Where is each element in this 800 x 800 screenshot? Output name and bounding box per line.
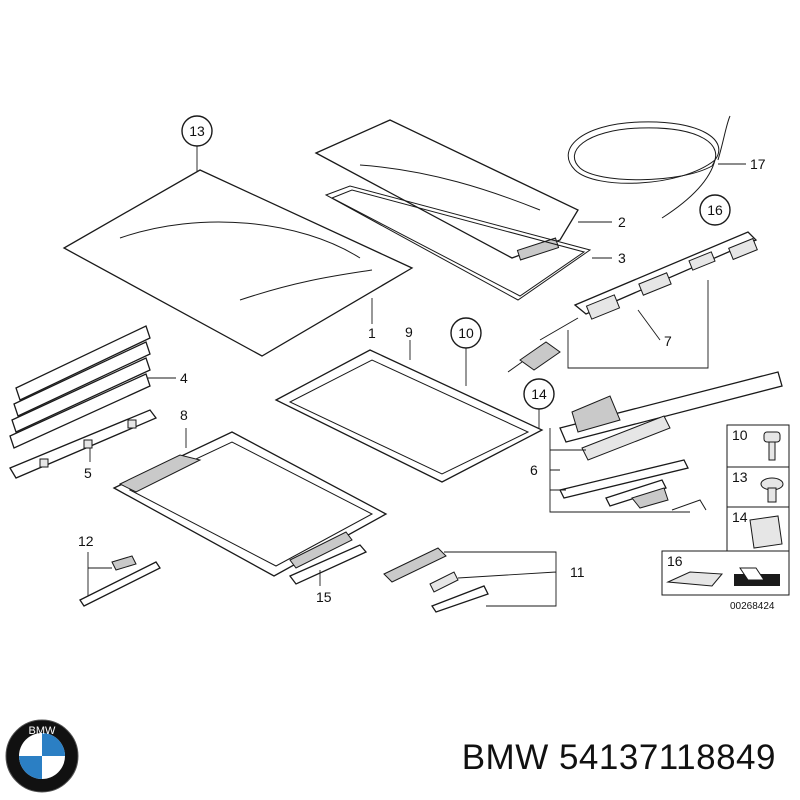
diagram-code: 00268424 — [730, 601, 775, 612]
legend-screw-10 — [763, 431, 781, 461]
callout-11: 11 — [570, 564, 585, 580]
bmw-logo: BMW — [5, 719, 79, 793]
part-15-bracket — [288, 544, 368, 585]
callout-2: 2 — [618, 214, 626, 230]
callout-9: 9 — [405, 324, 413, 340]
leader-11 — [444, 551, 557, 607]
part-3-seal — [324, 185, 592, 301]
leader-12 — [87, 552, 112, 596]
leader-6 — [549, 428, 690, 513]
part-11-clips — [383, 547, 489, 613]
leader-7b — [637, 309, 661, 341]
leader-7 — [567, 280, 709, 369]
part-4-strips — [9, 325, 151, 449]
legend-14: 14 — [732, 509, 748, 525]
part-13-headliner — [62, 169, 414, 357]
callout-12: 12 — [78, 533, 94, 549]
callout-10: 10 — [458, 325, 474, 341]
part-6-assembly — [559, 371, 783, 511]
legend-clip-14 — [749, 515, 783, 549]
callout-5: 5 — [84, 465, 92, 481]
bmw-logo-text: BMW — [29, 725, 57, 737]
legend-box — [661, 424, 790, 596]
callout-3: 3 — [618, 250, 626, 266]
callout-14: 14 — [531, 386, 547, 402]
legend-13: 13 — [732, 469, 748, 485]
callout-4: 4 — [180, 370, 188, 386]
callout-1: 1 — [368, 325, 376, 341]
legend-10: 10 — [732, 427, 748, 443]
part-17-cable — [567, 115, 731, 219]
callout-circle-16 — [699, 194, 731, 226]
part-8-sunshade — [112, 431, 388, 577]
callout-15: 15 — [316, 589, 332, 605]
callout-13: 13 — [189, 123, 205, 139]
callout-6: 6 — [530, 462, 538, 478]
part-7-guide-rail — [507, 231, 758, 373]
callout-7: 7 — [664, 333, 672, 349]
legend-screw-13 — [760, 477, 784, 503]
part-caption: BMW 54137118849 — [462, 738, 776, 778]
brand-name: BMW — [461, 738, 549, 777]
part-number: 54137118849 — [558, 738, 776, 777]
callout-8: 8 — [180, 407, 188, 423]
legend-part-16 — [666, 567, 780, 587]
legend-16: 16 — [667, 553, 683, 569]
part-12-parts — [79, 555, 161, 607]
callout-16: 16 — [707, 202, 723, 218]
part-9-frame — [274, 349, 544, 483]
part-2-glass-lid — [314, 119, 579, 261]
callout-17: 17 — [750, 156, 766, 172]
part-5-rail — [9, 409, 158, 479]
